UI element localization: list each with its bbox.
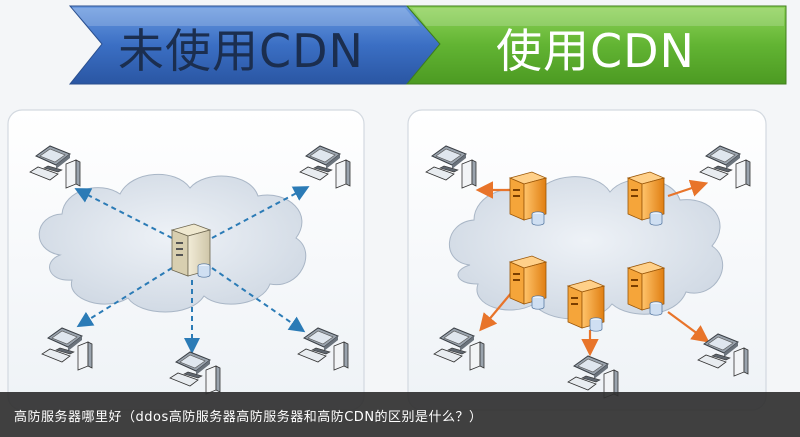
- server-icon: [567, 279, 605, 332]
- banner-right: [405, 5, 787, 85]
- banner-right-label: 使用CDN: [496, 24, 695, 78]
- left-arrows: [74, 186, 310, 354]
- right-arrows: [475, 179, 710, 357]
- banner-left: [68, 5, 441, 85]
- caption-bar: 高防服务器哪里好（ddos高防服务器高防服务器和高防CDN的区别是什么？）: [0, 392, 800, 437]
- server-icon: [171, 223, 211, 278]
- banner-left-label: 未使用CDN: [118, 24, 364, 78]
- caption-text: 高防服务器哪里好（ddos高防服务器高防服务器和高防CDN的区别是什么？）: [14, 410, 483, 425]
